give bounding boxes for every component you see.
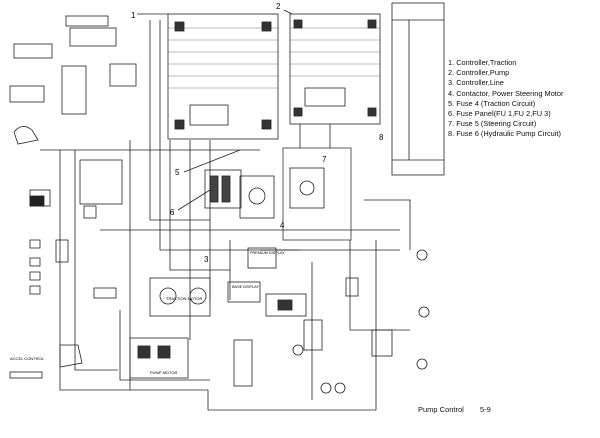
pump-motor <box>129 337 189 379</box>
callout-1: 1 <box>131 11 168 20</box>
page-number: 5-9 <box>480 405 491 414</box>
svg-text:7: 7 <box>322 155 327 164</box>
legend-item-1: 1. Controller,Traction <box>448 58 517 67</box>
svg-text:6: 6 <box>170 208 175 217</box>
callout-6: 6 <box>170 189 211 217</box>
legend: 1. Controller,Traction 2. Controller,Pum… <box>448 58 600 140</box>
premium-display-label: PREMIUM DISPLAY <box>250 251 285 255</box>
base-display-label: BASE DISPLAY <box>232 285 259 289</box>
legend-item-5: 5. Fuse 4 (Traction Circuit) <box>448 98 536 108</box>
premium-display <box>247 247 277 269</box>
footer-title: Pump Control <box>418 405 464 414</box>
callout-4: 4 <box>280 221 285 230</box>
base-display <box>227 281 261 303</box>
svg-text:5: 5 <box>175 168 180 177</box>
accel-control-label: ACCEL CONTROL <box>10 356 45 361</box>
legend-item-4: 4. Contactor, Power Steering Motor <box>448 88 564 98</box>
legend-item-6: 6. Fuse Panel(FU 1,FU 2,FU 3) <box>448 109 551 119</box>
pump-controller-label-box <box>304 87 346 107</box>
callout-5: 5 <box>175 149 241 177</box>
pump-controller <box>289 13 381 125</box>
callout-8: 8 <box>379 133 384 142</box>
callout-2: 2 <box>276 2 293 15</box>
fuse-panel <box>204 169 242 209</box>
legend-item-2: 2. Controller,Pump <box>448 68 510 78</box>
traction-motor-label: TRACTION MOTOR <box>166 296 202 301</box>
svg-text:3: 3 <box>204 255 209 264</box>
traction-controller-label-box <box>189 104 229 126</box>
pump-motor-label: PUMP MOTOR <box>150 370 178 375</box>
callout-3: 3 <box>204 255 209 264</box>
control-plate <box>282 147 352 241</box>
connector-table <box>391 2 445 176</box>
svg-text:4: 4 <box>280 221 285 230</box>
legend-item-8: 8. Fuse 6 (Hydraulic Pump Circuit) <box>448 129 561 139</box>
steering-contactor <box>289 167 325 209</box>
line-contactor <box>239 175 275 219</box>
traction-controller <box>167 13 279 140</box>
callout-7: 7 <box>322 155 327 164</box>
legend-item-7: 7. Fuse 5 (Steering Circuit) <box>448 119 537 129</box>
svg-text:2: 2 <box>276 2 281 11</box>
svg-text:1: 1 <box>131 11 136 20</box>
legend-item-3: 3. Controller,Line <box>448 78 504 88</box>
traction-motor <box>149 277 211 317</box>
svg-text:8: 8 <box>379 133 384 142</box>
